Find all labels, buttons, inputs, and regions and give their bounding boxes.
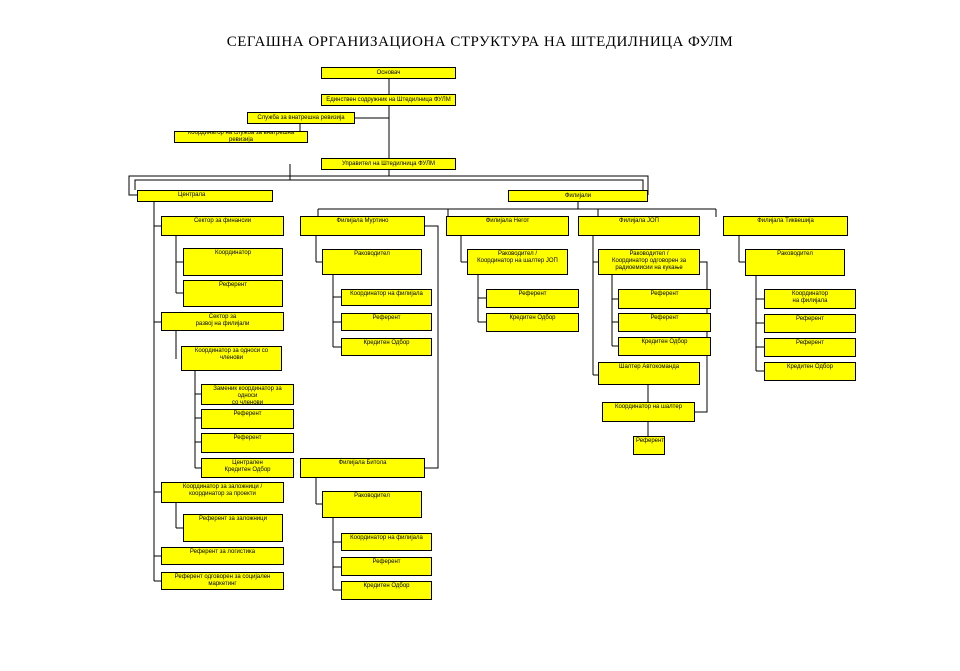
branch-negotino-box: Филијала Негот <box>446 216 569 236</box>
officer-box-1: Референт <box>201 409 294 429</box>
internal-audit-box: Служба за внатрешна ревизија <box>247 112 355 124</box>
jop-officer-box-1: Референт <box>618 289 711 309</box>
bitola-credit-board-box: Кредитен Одбор <box>341 581 432 600</box>
jop-officer-box-2: Референт <box>618 313 711 332</box>
deputy-coordinator-box: Заменик координатор за односи со членови <box>201 384 294 405</box>
central-credit-board-box: Централен Кредитен Одбор <box>201 458 294 478</box>
murtino-branch-coordinator-box: Координатор на филијала <box>341 289 432 306</box>
finance-sector-box: Сектор за финансии <box>161 216 284 236</box>
negotino-head-box: Раководител / Координатор на шалтер ЈОП <box>467 249 568 275</box>
counter-coordinator-box: Координатор на шалтер <box>602 402 695 422</box>
avtokomanda-counter-box: Шалтер Автокоманда <box>598 362 700 385</box>
branch-jop-box: Филијала ЈОП <box>578 216 700 236</box>
member-relations-coordinator-box: Координатор за односи со членови <box>181 346 282 371</box>
coordinator-box: Координатор <box>183 248 283 276</box>
counter-officer-box: Референт <box>633 436 665 455</box>
murtino-head-box: Раководител <box>322 249 422 275</box>
tikvesija-officer-box-2: Референт <box>764 338 856 357</box>
negotino-officer-box: Референт <box>486 289 579 308</box>
sole-partner-box: Единствен содружник на Штедилница ФУЛМ <box>321 94 456 106</box>
officer-box-2: Референт <box>201 433 294 453</box>
bitola-head-box: Раководител <box>322 491 422 518</box>
jop-head-box: Раководител / Координатор одговорен за р… <box>598 249 700 275</box>
murtino-credit-board-box: Кредитен Одбор <box>341 338 432 356</box>
tikvesija-officer-box-1: Референт <box>764 314 856 333</box>
tikvesija-head-box: Раководител <box>745 249 845 276</box>
headquarters-box: Централа <box>137 190 273 202</box>
manager-box: Управител на Штедилница ФУЛМ <box>321 158 456 170</box>
collateral-officer-box: Референт за заложници <box>183 514 283 542</box>
finance-officer-box: Референт <box>183 280 283 307</box>
social-marketing-officer-box: Референт одговорен за социјален маркетин… <box>161 572 284 590</box>
collateral-coordinator-box: Координатор за заложници / координатор з… <box>161 482 284 503</box>
bitola-branch-coordinator-box: Координатор на филијала <box>341 533 432 551</box>
bitola-officer-box: Референт <box>341 557 432 576</box>
tikvesija-branch-coordinator-box: Координатор на филијала <box>764 289 856 309</box>
murtino-officer-box: Референт <box>341 313 432 331</box>
internal-audit-coordinator-box: Координатор на служба за внатрешна ревиз… <box>174 131 308 143</box>
branches-box: Филијали <box>508 190 648 202</box>
branch-development-sector-box: Сектор за развој на филијали <box>161 312 284 331</box>
chart-title: СЕГАШНА ОРГАНИЗАЦИОНА СТРУКТУРА НА ШТЕДИ… <box>226 34 734 50</box>
founder-box: Основач <box>321 67 456 79</box>
tikvesija-credit-board-box: Кредитен Одбор <box>764 362 856 381</box>
branch-murtino-box: Филијала Муртино <box>300 216 425 236</box>
jop-credit-board-box: Кредитен Одбор <box>618 337 711 356</box>
negotino-credit-board-box: Кредитен Одбор <box>486 313 579 332</box>
logistics-officer-box: Референт за логистика <box>161 547 284 565</box>
branch-bitola-box: Филијала Битола <box>300 458 425 478</box>
branch-tikvesija-box: Филијала Тиквешија <box>723 216 848 236</box>
